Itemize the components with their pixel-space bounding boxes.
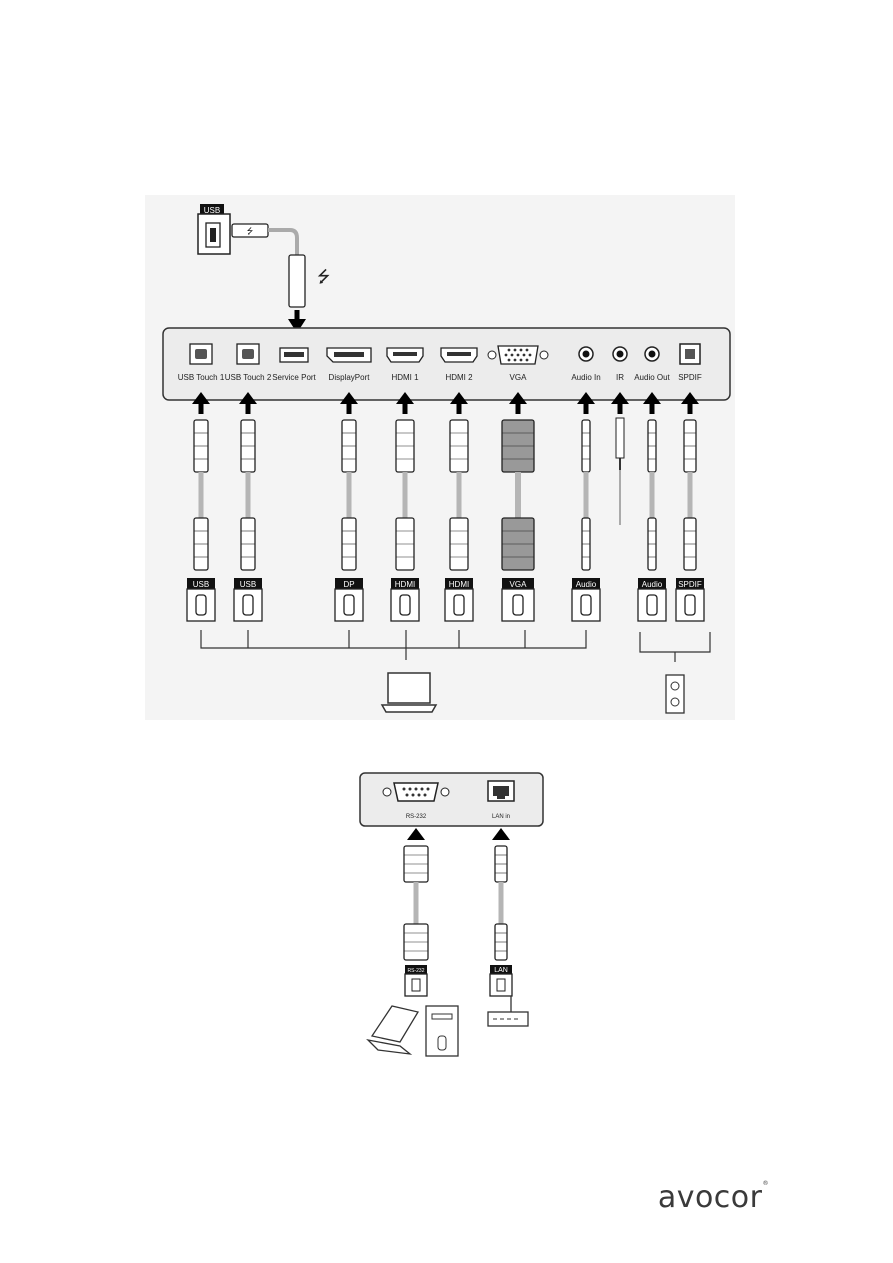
- ir-port-label: IR: [616, 373, 624, 382]
- vga-port-cable: VGA: [501, 392, 535, 622]
- arrow-up-icon: [396, 392, 414, 404]
- speaker-icon: [665, 674, 685, 714]
- arrow-up-icon: [192, 392, 210, 404]
- rear-io-panel: [162, 327, 731, 401]
- service-usb-cable: ⭍ ⭍: [231, 223, 330, 333]
- rs232-port-badge: RS-232: [408, 968, 425, 974]
- hdmi-1-port-cable: HDMI: [390, 392, 420, 622]
- usb-service-badge: USB: [204, 206, 220, 215]
- arrow-up-icon: [681, 392, 699, 404]
- audio-out-port-cable: Audio: [637, 392, 667, 622]
- usb-touch-2-port-label: USB Touch 2: [225, 373, 272, 382]
- hdmi-2-port-label: HDMI 2: [445, 373, 473, 382]
- arrow-up-icon: [577, 392, 595, 404]
- hdmi-2-port-cable: HDMI: [444, 392, 474, 622]
- audio-out-port-badge: Audio: [642, 580, 663, 589]
- spdif-port[interactable]: SPDIF: [678, 343, 702, 382]
- displayport-port-badge: DP: [343, 580, 354, 589]
- arrow-up-icon: [340, 392, 358, 404]
- spdif-port-destination: SPDIF: [675, 578, 705, 622]
- spdif-port-label: SPDIF: [678, 373, 702, 382]
- usb-touch-2-port-destination: USB: [233, 578, 263, 622]
- ir-port[interactable]: IR: [612, 346, 628, 382]
- arrow-up-icon: [450, 392, 468, 404]
- usb-service-source: USB: [197, 204, 231, 255]
- avocor-logo: avocor®: [657, 1180, 769, 1215]
- arrow-up-icon: [509, 392, 527, 404]
- lan-port[interactable]: LAN in: [487, 780, 515, 820]
- laptop-icon: [380, 672, 438, 713]
- svg-text:⭍: ⭍: [247, 227, 254, 236]
- audio-out-port-label: Audio Out: [634, 373, 670, 382]
- computer-source-bracket: [200, 630, 587, 713]
- usb-touch-1-port-badge: USB: [193, 580, 209, 589]
- hdmi-1-port-label: HDMI 1: [391, 373, 419, 382]
- audio-in-port-cable: Audio: [571, 392, 601, 622]
- spdif-port-cable: SPDIF: [675, 392, 705, 622]
- audio-in-port-label: Audio In: [571, 373, 600, 382]
- arrow-up-icon: [643, 392, 661, 404]
- ir-port-cable: [611, 392, 629, 525]
- lan-port-cable: LAN: [489, 828, 513, 997]
- usb-touch-2-port[interactable]: USB Touch 2: [225, 343, 272, 382]
- usb-touch-1-port-destination: USB: [186, 578, 216, 622]
- usb-touch-1-port-cable: USB: [186, 392, 216, 622]
- vga-port-label: VGA: [510, 373, 528, 382]
- hdmi-1-port-badge: HDMI: [395, 580, 415, 589]
- control-pc-icon: [366, 1005, 459, 1057]
- audio-in-port-badge: Audio: [576, 580, 597, 589]
- vga-port[interactable]: VGA: [487, 345, 549, 382]
- hdmi-1-port[interactable]: HDMI 1: [386, 347, 424, 382]
- hdmi-2-port[interactable]: HDMI 2: [440, 347, 478, 382]
- audio-in-port-destination: Audio: [571, 578, 601, 622]
- service-port[interactable]: Service Port: [272, 347, 317, 382]
- vga-port-badge: VGA: [510, 580, 528, 589]
- audio-out-port-destination: Audio: [637, 578, 667, 622]
- usb-symbol-icon: ⭍: [317, 267, 330, 286]
- usb-touch-1-port[interactable]: USB Touch 1: [178, 343, 225, 382]
- arrow-up-icon: [239, 392, 257, 404]
- hdmi-1-port-destination: HDMI: [390, 578, 420, 622]
- audio-out-port[interactable]: Audio Out: [634, 346, 671, 382]
- control-io-panel: [359, 772, 544, 827]
- arrow-down-icon: [288, 319, 306, 333]
- hdmi-2-port-destination: HDMI: [444, 578, 474, 622]
- displayport-port-destination: DP: [334, 578, 364, 622]
- lan-port-badge: LAN: [494, 967, 508, 974]
- displayport-port[interactable]: DisplayPort: [326, 347, 372, 382]
- rs232-port[interactable]: RS-232: [382, 782, 450, 820]
- arrow-up-icon: [407, 828, 425, 840]
- displayport-port-cable: DP: [334, 392, 364, 622]
- router-icon: [487, 996, 529, 1027]
- service-port-label: Service Port: [272, 373, 316, 382]
- rs232-port-cable: RS-232: [403, 828, 429, 997]
- usb-touch-2-port-badge: USB: [240, 580, 256, 589]
- usb-touch-2-port-cable: USB: [233, 392, 263, 622]
- arrow-up-icon: [611, 392, 629, 404]
- vga-port-destination: VGA: [501, 578, 535, 622]
- audio-in-port[interactable]: Audio In: [571, 346, 601, 382]
- displayport-port-label: DisplayPort: [329, 373, 371, 382]
- usb-touch-1-port-label: USB Touch 1: [178, 373, 225, 382]
- rs232-port-label: RS-232: [406, 814, 427, 820]
- arrow-up-icon: [492, 828, 510, 840]
- top-diagram-background: [145, 195, 735, 720]
- speaker-output-bracket: [639, 632, 711, 714]
- hdmi-2-port-badge: HDMI: [449, 580, 469, 589]
- lan-port-label: LAN in: [492, 814, 510, 820]
- spdif-port-badge: SPDIF: [678, 580, 702, 589]
